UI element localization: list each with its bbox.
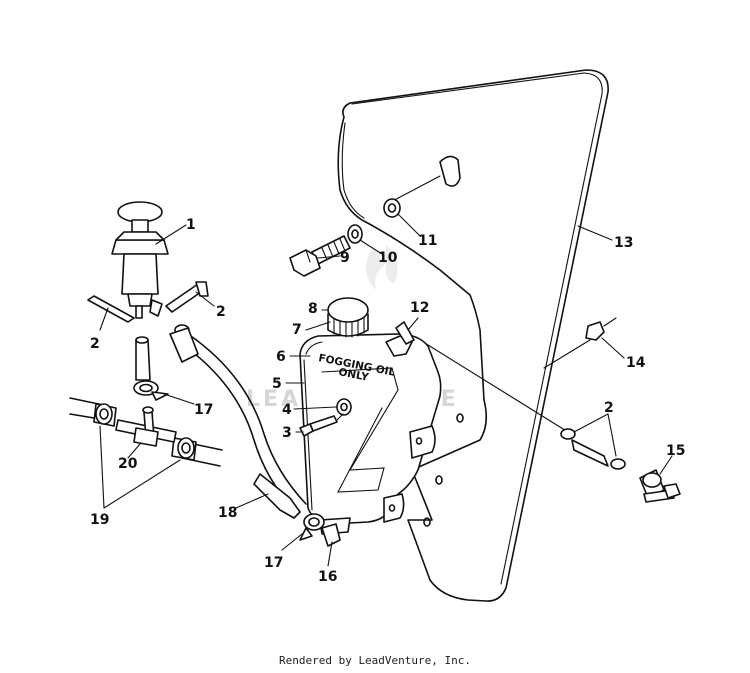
callout-7: 7 xyxy=(292,322,302,338)
callout-8: 8 xyxy=(308,301,318,317)
grommet-part-11[interactable] xyxy=(383,198,401,218)
hose-clamp-part-17-upper[interactable] xyxy=(133,380,169,401)
callout-5: 5 xyxy=(272,376,282,392)
callout-4: 4 xyxy=(282,402,292,418)
callout-13: 13 xyxy=(614,235,633,251)
primer-pump-part-1[interactable] xyxy=(111,201,169,319)
callout-20: 20 xyxy=(118,456,138,472)
screw-part-3[interactable] xyxy=(299,413,344,437)
callout-12: 12 xyxy=(410,300,429,316)
callout-1: 1 xyxy=(186,217,196,233)
callout-17-lower: 17 xyxy=(264,555,283,571)
callout-2-right: 2 xyxy=(216,304,226,320)
watermark-logo xyxy=(365,244,398,290)
tube-part-2-left[interactable] xyxy=(87,295,135,323)
callout-2-left: 2 xyxy=(90,336,100,352)
callout-15: 15 xyxy=(666,443,685,459)
leader-lines xyxy=(99,213,673,567)
washer-part-10[interactable] xyxy=(347,224,363,244)
clip-part-16[interactable] xyxy=(321,523,341,547)
fitting-part-15[interactable] xyxy=(639,469,681,503)
footer-credit: Rendered by LeadVenture, Inc. xyxy=(278,654,472,667)
callout-18: 18 xyxy=(218,505,237,521)
callout-3: 3 xyxy=(282,425,292,441)
bolt-part-9[interactable] xyxy=(289,235,351,277)
side-panel-part-13[interactable] xyxy=(337,69,609,602)
washer-part-4[interactable] xyxy=(336,398,352,416)
tube-vertical-upper[interactable] xyxy=(135,336,151,381)
nut-part-14[interactable] xyxy=(543,317,617,369)
tee-fitting-part-20[interactable] xyxy=(115,406,177,447)
callout-16: 16 xyxy=(318,569,337,585)
vent-fitting-part-12[interactable] xyxy=(385,321,415,357)
fuel-line-part-19[interactable] xyxy=(69,397,223,467)
callout-numbers: 1 2 2 2 3 4 5 6 7 8 9 10 11 12 13 14 15 … xyxy=(90,217,685,585)
tube-part-2-far-right[interactable] xyxy=(560,428,626,470)
callout-17-upper: 17 xyxy=(194,402,213,418)
hose-part-18[interactable] xyxy=(169,324,307,519)
tube-part-2-right[interactable] xyxy=(165,281,209,313)
callout-14: 14 xyxy=(626,355,646,371)
callout-9: 9 xyxy=(340,250,350,266)
callout-11: 11 xyxy=(418,233,437,249)
callout-2-far-right: 2 xyxy=(604,400,614,416)
callout-10: 10 xyxy=(378,250,398,266)
tank-label-line2: ONLY xyxy=(337,366,369,384)
tank-cap-part-8[interactable] xyxy=(327,297,369,338)
callout-6: 6 xyxy=(276,349,286,365)
hose-clamp-part-17-lower[interactable] xyxy=(299,513,325,541)
callout-19: 19 xyxy=(90,512,109,528)
